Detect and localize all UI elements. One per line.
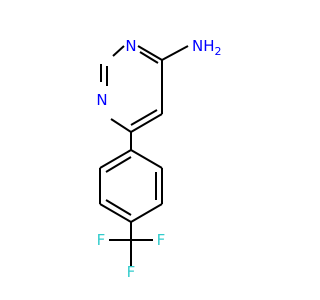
benzene-ring: [99, 149, 163, 223]
bond-b4-b5: [99, 203, 132, 223]
bond-c6-n1: [110, 118, 132, 133]
bond-c4-nh2: [161, 45, 189, 61]
bond-b6-b1-inner: [105, 156, 132, 173]
atom-label-f-right: F: [157, 231, 166, 249]
bond-b3-b4: [130, 203, 163, 223]
bond-c5-c6-inner: [130, 109, 158, 126]
molecule-structure: N N NH2 F F F: [96, 37, 222, 281]
bond-c2-n3: [112, 45, 125, 57]
atom-label-f-bottom: F: [127, 263, 136, 281]
atom-label-nh2: NH2: [192, 37, 222, 58]
bond-b4-b5-inner: [105, 199, 132, 216]
bond-b6-b1: [99, 149, 132, 169]
bond-c5-c6: [130, 113, 163, 133]
atom-label-f-left: F: [97, 231, 106, 249]
pyrimidine-ring: [100, 45, 163, 133]
bond-b1-b2: [130, 149, 163, 169]
molecule-diagram: N N NH2 F F F: [96, 37, 222, 281]
bond-n3-c4-inner: [139, 51, 159, 64]
atom-label-n3: N: [125, 37, 136, 55]
atom-label-n1: N: [96, 91, 107, 109]
trifluoromethyl-group: [109, 222, 153, 266]
bond-n3-c4: [137, 45, 163, 61]
